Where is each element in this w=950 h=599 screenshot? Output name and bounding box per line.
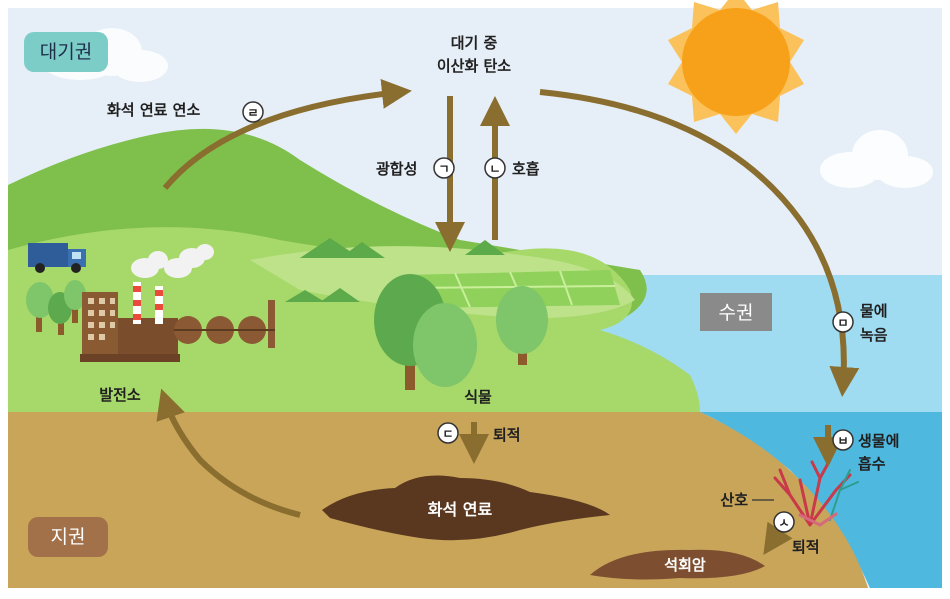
geosphere-badge: 지권	[28, 517, 108, 557]
tree	[413, 303, 477, 387]
hydrosphere-badge: 수권	[700, 293, 772, 331]
sediment-coral-marker: ㅅ	[778, 516, 789, 530]
atmosphere-label: 대기권	[40, 41, 92, 63]
sediment-plants-label: 퇴적	[493, 426, 521, 444]
absorb-label-line2: 흡수	[858, 455, 886, 473]
process-respiration: ㄴ 호흡	[485, 158, 540, 178]
fossil-fuel-label: 화석 연료	[428, 500, 493, 519]
sediment-plants-marker: ㄷ	[442, 427, 453, 441]
co2-label-line2: 이산화 탄소	[437, 57, 511, 75]
combustion-label: 화석 연료 연소	[107, 101, 200, 119]
co2-label-line1: 대기 중	[451, 34, 498, 52]
sediment-coral-label: 퇴적	[792, 538, 820, 556]
respiration-marker: ㄴ	[489, 162, 500, 176]
plants-label: 식물	[464, 388, 492, 406]
coral-label: 산호	[720, 491, 748, 509]
absorb-label-line1: 생물에	[858, 432, 899, 450]
geosphere-label: 지권	[51, 526, 86, 548]
photosynthesis-label: 광합성	[376, 160, 417, 178]
absorb-marker: ㅂ	[837, 434, 848, 448]
photosynthesis-marker: ㄱ	[438, 162, 449, 176]
process-photosynthesis: 광합성 ㄱ	[376, 158, 454, 178]
dissolve-label-line2: 녹음	[860, 326, 888, 344]
dissolve-marker: ㅁ	[837, 316, 848, 330]
dissolve-label-line1: 물에	[860, 302, 888, 320]
hydrosphere-label: 수권	[719, 302, 754, 324]
limestone-label: 석회암	[664, 556, 706, 574]
atmosphere-badge: 대기권	[24, 32, 108, 72]
combustion-marker: ㄹ	[247, 106, 258, 120]
respiration-label: 호흡	[512, 160, 540, 178]
power-plant-label: 발전소	[99, 386, 141, 404]
